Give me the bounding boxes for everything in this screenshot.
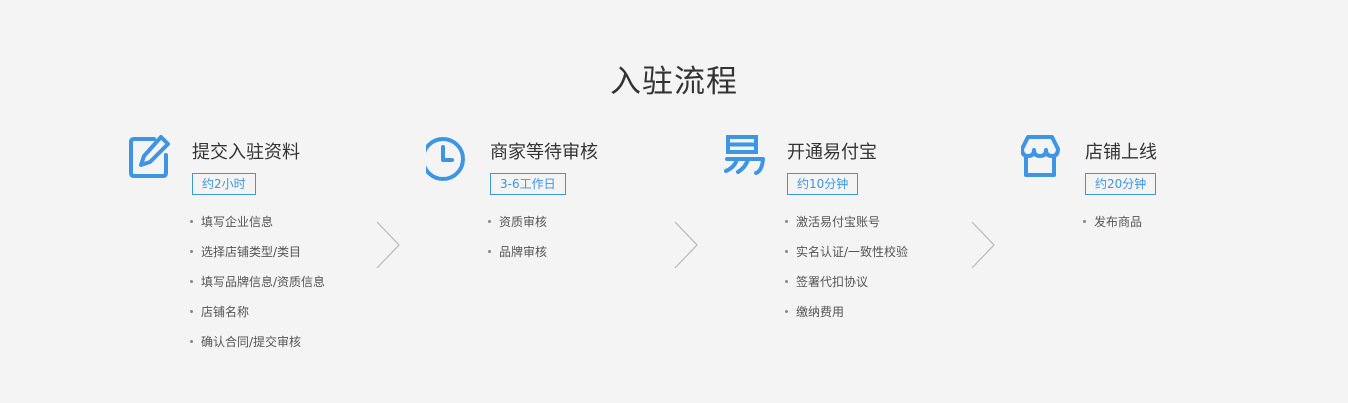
duration-badge: 约2小时 (192, 173, 256, 195)
list-item: 填写品牌信息/资质信息 (190, 271, 325, 301)
list-item: 品牌审核 (488, 241, 547, 271)
list-item-label: 激活易付宝账号 (796, 215, 881, 229)
step-name: 提交入驻资料 (192, 142, 300, 163)
yi-logo-icon (723, 133, 767, 181)
bullet-dot (785, 310, 788, 313)
list-item-label: 选择店铺类型/类目 (201, 245, 302, 259)
list-item: 缴纳费用 (785, 301, 908, 331)
chevron-right-icon (376, 221, 400, 269)
duration-badge: 3-6工作日 (490, 173, 566, 195)
bullet-dot (785, 280, 788, 283)
list-item: 签署代扣协议 (785, 271, 908, 301)
duration-badge: 约20分钟 (1085, 173, 1157, 195)
bullet-dot (488, 220, 491, 223)
bullet-dot (1083, 220, 1086, 223)
step-store-online: 店铺上线 约20分钟 发布商品 (1021, 133, 1261, 373)
list-item: 实名认证/一致性校验 (785, 241, 908, 271)
store-icon (1021, 133, 1065, 181)
bullet-dot (785, 220, 788, 223)
list-item-label: 缴纳费用 (796, 305, 845, 319)
list-item-label: 资质审核 (499, 215, 548, 229)
edit-icon (128, 133, 172, 181)
bullet-dot (190, 220, 193, 223)
list-item-label: 签署代扣协议 (796, 275, 869, 289)
list-item: 店铺名称 (190, 301, 325, 331)
chevron-right-icon (674, 221, 698, 269)
list-item-label: 品牌审核 (499, 245, 548, 259)
step-submit-materials: 提交入驻资料 约2小时 填写企业信息 选择店铺类型/类目 填写品牌信息/资质信息… (128, 133, 368, 373)
bullet-dot (190, 340, 193, 343)
task-list: 激活易付宝账号 实名认证/一致性校验 签署代扣协议 缴纳费用 (785, 211, 908, 331)
list-item: 激活易付宝账号 (785, 211, 908, 241)
bullet-dot (190, 310, 193, 313)
step-open-yifubao: 开通易付宝 约10分钟 激活易付宝账号 实名认证/一致性校验 签署代扣协议 缴纳… (723, 133, 963, 373)
bullet-dot (190, 250, 193, 253)
list-item-label: 发布商品 (1094, 215, 1143, 229)
step-name: 开通易付宝 (787, 142, 877, 163)
list-item: 填写企业信息 (190, 211, 325, 241)
list-item: 确认合同/提交审核 (190, 331, 325, 361)
list-item: 资质审核 (488, 211, 547, 241)
step-name: 店铺上线 (1085, 142, 1157, 163)
bullet-dot (785, 250, 788, 253)
task-list: 填写企业信息 选择店铺类型/类目 填写品牌信息/资质信息 店铺名称 确认合同/提… (190, 211, 325, 361)
clock-icon (426, 133, 470, 181)
list-item-label: 填写品牌信息/资质信息 (201, 275, 326, 289)
list-item: 选择店铺类型/类目 (190, 241, 325, 271)
bullet-dot (488, 250, 491, 253)
task-list: 资质审核 品牌审核 (488, 211, 547, 271)
duration-badge: 约10分钟 (787, 173, 859, 195)
list-item-label: 填写企业信息 (201, 215, 274, 229)
step-await-review: 商家等待审核 3-6工作日 资质审核 品牌审核 (426, 133, 666, 373)
task-list: 发布商品 (1083, 211, 1142, 241)
list-item-label: 实名认证/一致性校验 (796, 245, 909, 259)
bullet-dot (190, 280, 193, 283)
list-item-label: 确认合同/提交审核 (201, 335, 302, 349)
list-item: 发布商品 (1083, 211, 1142, 241)
step-name: 商家等待审核 (490, 142, 598, 163)
page-title: 入驻流程 (610, 64, 738, 100)
chevron-right-icon (971, 221, 995, 269)
list-item-label: 店铺名称 (201, 305, 250, 319)
